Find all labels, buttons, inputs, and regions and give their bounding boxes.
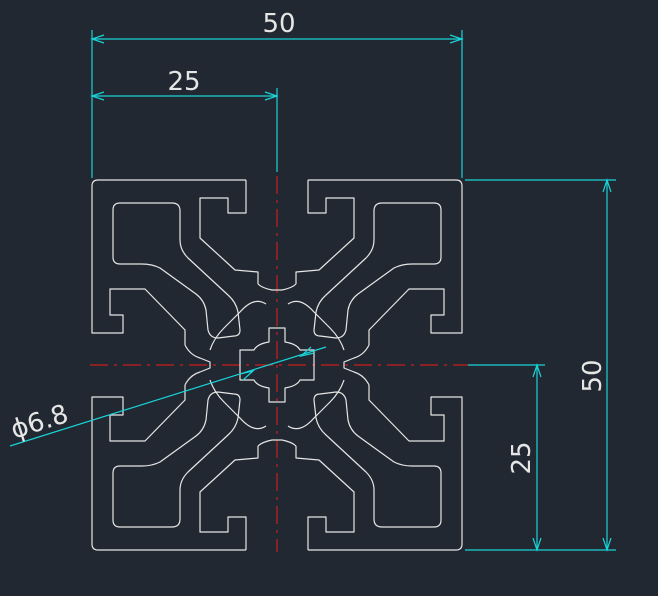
center-lines [90, 176, 468, 552]
leader-diameter [9, 346, 327, 447]
web-link-tl [287, 300, 345, 351]
arrow-top-half-right [264, 91, 279, 101]
label-top-half-width: 25 [167, 67, 200, 97]
outer-corner-bottom-left [91, 385, 259, 551]
dimension-labels: 50 25 50 25 ϕ6.8 [7, 9, 608, 475]
arrow-right-half-top [532, 363, 542, 378]
cavity-top-left [112, 202, 241, 339]
label-right-half-height: 25 [507, 441, 537, 474]
inner-web-bottom [257, 439, 297, 447]
web-link-br [287, 379, 345, 430]
arrow-top-width-left [90, 34, 105, 44]
arrow-diameter-inner [298, 346, 315, 358]
label-bore-diameter: ϕ6.8 [7, 399, 72, 445]
inner-web-right [343, 344, 370, 386]
cavity-top-right [313, 202, 442, 339]
arrow-top-width-right [449, 34, 464, 44]
profile-outline [91, 179, 463, 551]
dimensions [9, 30, 616, 552]
cavity-bottom-right [313, 391, 442, 528]
arrow-top-half-left [90, 91, 105, 101]
label-right-height: 50 [578, 359, 608, 392]
label-top-width: 50 [262, 9, 295, 39]
web-link-tr-left [209, 300, 267, 351]
center-core [239, 327, 315, 403]
outer-corner-bottom-right [295, 385, 463, 551]
arrow-right-height-bottom [602, 537, 612, 552]
inner-web-top [257, 283, 297, 291]
cavity-bottom-left [112, 391, 241, 528]
arrow-right-half-bottom [532, 537, 542, 552]
arrow-diameter-outer [239, 369, 256, 381]
outer-corner-top-left [91, 179, 259, 345]
outer-corner-top-right [295, 179, 463, 345]
inner-web-left [184, 344, 211, 386]
web-link-bl [209, 379, 267, 430]
arrow-right-height-top [602, 178, 612, 193]
